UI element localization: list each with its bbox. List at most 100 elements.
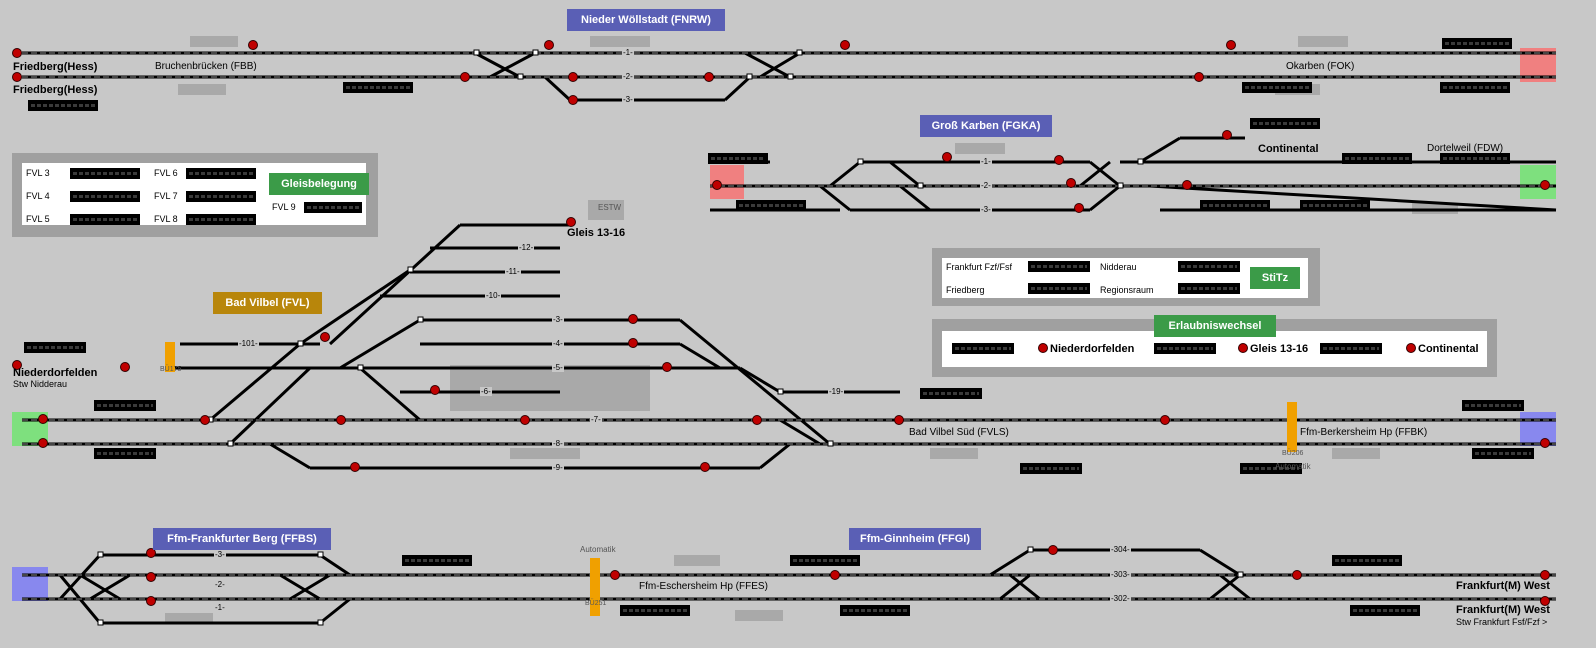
fvl7-field[interactable] <box>186 191 256 202</box>
erlaubnis-niederdorfelden-field[interactable] <box>952 343 1014 354</box>
signal[interactable] <box>38 438 48 448</box>
train-number-field[interactable] <box>1440 82 1510 93</box>
train-number-field[interactable] <box>790 555 860 566</box>
erlaubnis-niederdorfelden-signal[interactable] <box>1038 343 1048 353</box>
signal[interactable] <box>1226 40 1236 50</box>
train-number-field[interactable] <box>1240 463 1302 474</box>
signal[interactable] <box>628 338 638 348</box>
signal[interactable] <box>1054 155 1064 165</box>
signal[interactable] <box>568 95 578 105</box>
train-number-field[interactable] <box>1020 463 1082 474</box>
train-number-field[interactable] <box>28 100 98 111</box>
train-number-field[interactable] <box>1440 153 1510 164</box>
signal-friedberg-2[interactable] <box>12 72 22 82</box>
header-frankfurter-berg[interactable]: Ffm-Frankfurter Berg (FFBS) <box>153 528 331 550</box>
stitz-friedberg-field[interactable] <box>1028 283 1090 294</box>
stitz-button[interactable]: StiTz <box>1250 267 1300 289</box>
signal[interactable] <box>830 570 840 580</box>
signal[interactable] <box>712 180 722 190</box>
fvl4-field[interactable] <box>70 191 140 202</box>
signal[interactable] <box>350 462 360 472</box>
signal[interactable] <box>1540 438 1550 448</box>
header-nieder-woellstadt[interactable]: Nieder Wöllstadt (FNRW) <box>567 9 725 31</box>
fvl9-field[interactable] <box>304 202 362 213</box>
signal[interactable] <box>752 415 762 425</box>
signal[interactable] <box>628 314 638 324</box>
signal[interactable] <box>146 548 156 558</box>
signal[interactable] <box>1540 180 1550 190</box>
erlaubnis-gleis-signal[interactable] <box>1238 343 1248 353</box>
train-number-field[interactable] <box>94 400 156 411</box>
signal[interactable] <box>568 72 578 82</box>
train-number-field[interactable] <box>24 342 86 353</box>
train-number-field[interactable] <box>1342 153 1412 164</box>
train-number-field[interactable] <box>620 605 690 616</box>
header-ginnheim[interactable]: Ffm-Ginnheim (FFGI) <box>849 528 981 550</box>
fvl5-field[interactable] <box>70 214 140 225</box>
signal-niederdorfelden[interactable] <box>12 360 22 370</box>
signal[interactable] <box>1160 415 1170 425</box>
level-crossing-marker[interactable] <box>590 558 600 616</box>
header-bad-vilbel[interactable]: Bad Vilbel (FVL) <box>213 292 322 314</box>
fvl6-field[interactable] <box>186 168 256 179</box>
train-number-field[interactable] <box>1332 555 1402 566</box>
train-number-field[interactable] <box>1250 118 1320 129</box>
train-number-field[interactable] <box>94 448 156 459</box>
signal[interactable] <box>1540 570 1550 580</box>
signal[interactable] <box>610 570 620 580</box>
signal[interactable] <box>146 572 156 582</box>
signal[interactable] <box>840 40 850 50</box>
train-number-field[interactable] <box>402 555 472 566</box>
signal[interactable] <box>460 72 470 82</box>
signal[interactable] <box>1222 130 1232 140</box>
signal[interactable] <box>700 462 710 472</box>
signal-friedberg-1[interactable] <box>12 48 22 58</box>
stitz-frankfurt-field[interactable] <box>1028 261 1090 272</box>
signal[interactable] <box>566 217 576 227</box>
level-crossing-marker[interactable] <box>165 342 175 372</box>
train-number-field[interactable] <box>840 605 910 616</box>
signal[interactable] <box>1048 545 1058 555</box>
gleisbelegung-button[interactable]: Gleisbelegung <box>269 173 369 195</box>
stitz-nidderau-field[interactable] <box>1178 261 1240 272</box>
train-number-field[interactable] <box>1472 448 1534 459</box>
train-number-field[interactable] <box>1442 38 1512 49</box>
signal[interactable] <box>942 152 952 162</box>
level-crossing-marker[interactable] <box>1287 402 1297 452</box>
train-number-field[interactable] <box>1200 200 1270 211</box>
train-number-field[interactable] <box>920 388 982 399</box>
erlaubnis-continental-signal[interactable] <box>1406 343 1416 353</box>
fvl3-field[interactable] <box>70 168 140 179</box>
train-number-field[interactable] <box>343 82 413 93</box>
train-number-field[interactable] <box>708 153 768 164</box>
signal[interactable] <box>662 362 672 372</box>
signal[interactable] <box>1292 570 1302 580</box>
signal[interactable] <box>336 415 346 425</box>
signal[interactable] <box>544 40 554 50</box>
signal[interactable] <box>1182 180 1192 190</box>
train-number-field[interactable] <box>1462 400 1524 411</box>
signal[interactable] <box>894 415 904 425</box>
signal[interactable] <box>1074 203 1084 213</box>
signal[interactable] <box>200 415 210 425</box>
signal[interactable] <box>430 385 440 395</box>
signal[interactable] <box>1066 178 1076 188</box>
train-number-field[interactable] <box>1242 82 1312 93</box>
fvl8-field[interactable] <box>186 214 256 225</box>
signal[interactable] <box>120 362 130 372</box>
stitz-regionsraum-field[interactable] <box>1178 283 1240 294</box>
end-zone-frankfurter-berg-left[interactable] <box>12 567 48 601</box>
signal[interactable] <box>704 72 714 82</box>
erlaubnis-gleis-field[interactable] <box>1154 343 1216 354</box>
signal[interactable] <box>146 596 156 606</box>
header-gross-karben[interactable]: Groß Karben (FGKA) <box>920 115 1052 137</box>
signal[interactable] <box>320 332 330 342</box>
signal[interactable] <box>1540 596 1550 606</box>
train-number-field[interactable] <box>1300 200 1370 211</box>
train-number-field[interactable] <box>1350 605 1420 616</box>
signal[interactable] <box>1194 72 1204 82</box>
erlaubniswechsel-button[interactable]: Erlaubniswechsel <box>1154 315 1276 337</box>
train-number-field[interactable] <box>736 200 806 211</box>
signal[interactable] <box>520 415 530 425</box>
end-zone-bad-vilbel-right[interactable] <box>1520 412 1556 446</box>
